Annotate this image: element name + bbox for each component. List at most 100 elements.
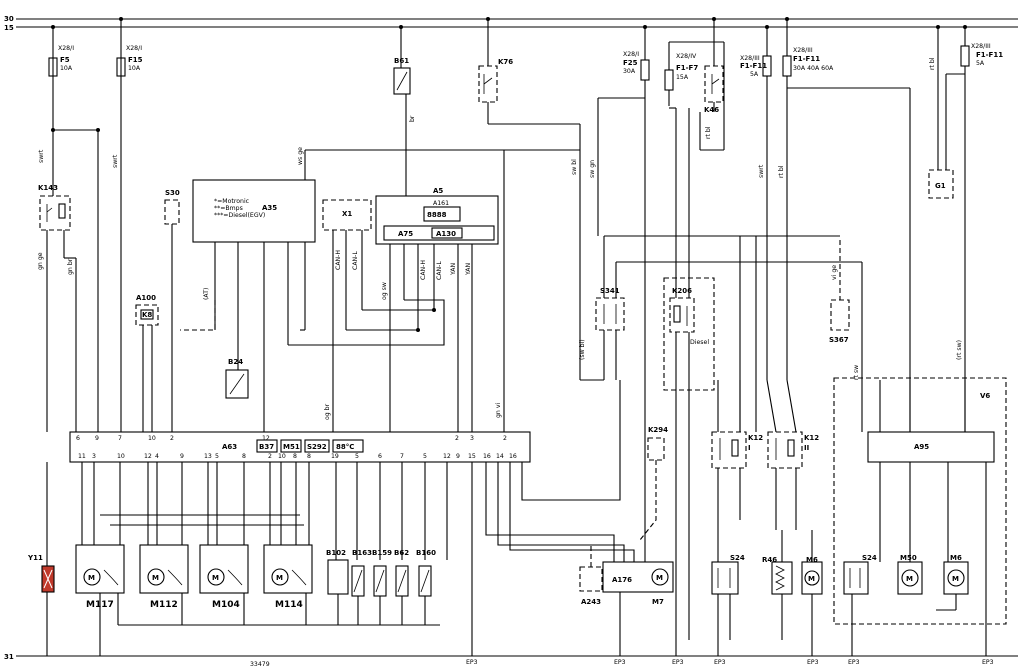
motor-m114: M M114: [263, 544, 313, 610]
fuse-f1f11a-id: F1-F11: [740, 62, 767, 70]
fuse-f5: X28/I F5 10A: [48, 25, 74, 77]
wire-a63-in: gn vi: [495, 403, 502, 418]
motor-m50-symbol: M: [906, 575, 913, 583]
relay-k206: K206 Diesel: [663, 107, 715, 640]
bus-label-5: YAN: [450, 262, 457, 276]
module-a5: A5 A161 8888 A75 A130 CAN-H CAN-L YAN YA…: [375, 187, 499, 432]
sensor-b61: B61 br: [393, 25, 416, 196]
fuse-f15-rating: 10A: [128, 65, 141, 72]
module-a243-label: A243: [581, 598, 601, 606]
sensor-b159-label: B159: [372, 549, 392, 557]
wire-k143-top: swrt: [38, 149, 45, 163]
module-a130-label: A130: [436, 230, 456, 238]
sensor-b160-label: B160: [416, 549, 436, 557]
a63-pin-top-6: 12: [262, 435, 270, 442]
a63-pin-bot-14: 19: [331, 453, 339, 460]
switch-s367-label: S367: [829, 336, 849, 344]
sensor-b62: B62: [394, 549, 409, 625]
swbl-label: (sw bl): [579, 339, 586, 360]
a63-outputs: 11 3 10 12 4 9 13 5 8 2 10 8 8 19 5 6 7 …: [78, 453, 523, 656]
module-a63-label: A63: [222, 443, 237, 451]
wire-a35-in: ws ge: [297, 147, 304, 165]
fuse-f1-f11-c: X28/III F1-F11 5A: [960, 25, 1003, 74]
a63-pin-bot-2: 3: [92, 453, 96, 460]
fuse-f1f11b-rating: 30A 40A 60A: [793, 65, 834, 72]
relay-k12-ii-label: K12: [804, 434, 819, 442]
fuse-f25: X28/I F25 30A: [623, 25, 650, 98]
a63-pin-bot-16: 6: [378, 453, 382, 460]
switch-s341-label: S341: [600, 287, 620, 295]
a63-pin-top-9: 2: [503, 435, 507, 442]
module-a100: K8 A100: [135, 294, 159, 432]
motor-m50-label: M50: [900, 554, 917, 562]
motor-m112: M M112: [139, 544, 189, 610]
a63-pin-top-4: 10: [148, 435, 156, 442]
module-a176: A176 M M7: [485, 98, 674, 656]
bus-label-1: CAN-H: [335, 250, 342, 270]
relay-k206-label: K206: [672, 287, 692, 295]
relay-k12-i-label: K12: [748, 434, 763, 442]
motor-m114-symbol: M: [276, 574, 283, 582]
ground-ep3-6: EP3: [848, 659, 860, 666]
can-bus-wiring: [288, 299, 445, 346]
module-a75-label: A75: [398, 230, 413, 238]
a35-at-label: (AT): [203, 288, 210, 300]
sensor-b62-label: B62: [394, 549, 409, 557]
motor-m50: M M50: [897, 554, 923, 595]
wire-f1f11-out3: rt sw: [853, 365, 860, 380]
wire-f1f11-out1: swrt: [758, 164, 765, 178]
relay-k294: K294: [639, 426, 668, 541]
region-v6: V6 A95: [833, 377, 1007, 625]
a63-pin-bot-13: 8: [307, 453, 311, 460]
fuse-f1f11b-id: F1-F11: [793, 55, 820, 63]
bus-label-6: YAN: [465, 262, 472, 276]
a63-pin-top-1: 6: [76, 435, 80, 442]
sensor-b102: B102: [326, 549, 349, 625]
sensor-b163-label: B163: [352, 549, 372, 557]
a63-pin-bot-15: 5: [355, 453, 359, 460]
ground-ep3-3: EP3: [672, 659, 684, 666]
switch-s30: S30: [164, 189, 180, 432]
motor-m6-right-label: M6: [950, 554, 962, 562]
drawing-number: 33479: [250, 661, 270, 668]
battery-g1-label: G1: [935, 182, 946, 190]
rail-31-label: 31: [4, 653, 14, 661]
valve-y11-label: Y11: [27, 554, 43, 562]
a63-pin-bot-5: 4: [155, 453, 159, 460]
ground-ep3-5: EP3: [807, 659, 819, 666]
a63-pin-bot-8: 5: [215, 453, 219, 460]
switch-s30-label: S30: [165, 189, 180, 197]
motor-m117-symbol: M: [88, 574, 95, 582]
relay-k294-label: K294: [648, 426, 668, 434]
a161-display: 8888: [427, 211, 447, 219]
fuse-f1f11a-rating: 5A: [750, 71, 759, 78]
motor-m6-left-symbol: M: [808, 575, 815, 583]
module-a243: A243: [579, 544, 603, 606]
relay-k143-label: K143: [38, 184, 58, 192]
fuse-f15-id: F15: [128, 56, 143, 64]
fuse-f1-f7: X28/IV F1-F7 15A: [664, 42, 698, 106]
a63-pin-bot-20: 9: [456, 453, 460, 460]
a63-pin-bot-6: 9: [180, 453, 184, 460]
a63-pin-bot-24: 16: [509, 453, 517, 460]
wire-b61-out: br: [409, 115, 416, 122]
relay-k12-ii-num: II: [804, 444, 809, 452]
fuse-f15: X28/I F15 10A: [116, 17, 143, 77]
fuse-f25-id: F25: [623, 59, 638, 67]
wire-a35-at: [180, 300, 216, 331]
switch-s24-right-label: S24: [862, 554, 877, 562]
motor-m112-label: M112: [150, 600, 178, 610]
a63-pin-bot-18: 5: [423, 453, 427, 460]
relay-k76-label: K76: [498, 58, 513, 66]
valve-y11: Y11: [27, 462, 55, 656]
bus-label-3: CAN-H: [420, 260, 427, 280]
a63-pin-top-3: 7: [118, 435, 122, 442]
resistor-r46: R46: [762, 530, 793, 640]
wire-k46-out: rt bl: [705, 126, 712, 139]
wire-k143-out1: gn ge: [37, 252, 44, 270]
fuse-f1f11c-conn: X28/III: [971, 43, 991, 50]
wire-g1-in: rt bl: [929, 57, 936, 70]
module-a35: A35 *=Motronic **=Bmps ***=Diesel(EGV) w…: [192, 147, 580, 432]
wire-s367-in: vi ge: [831, 265, 838, 280]
